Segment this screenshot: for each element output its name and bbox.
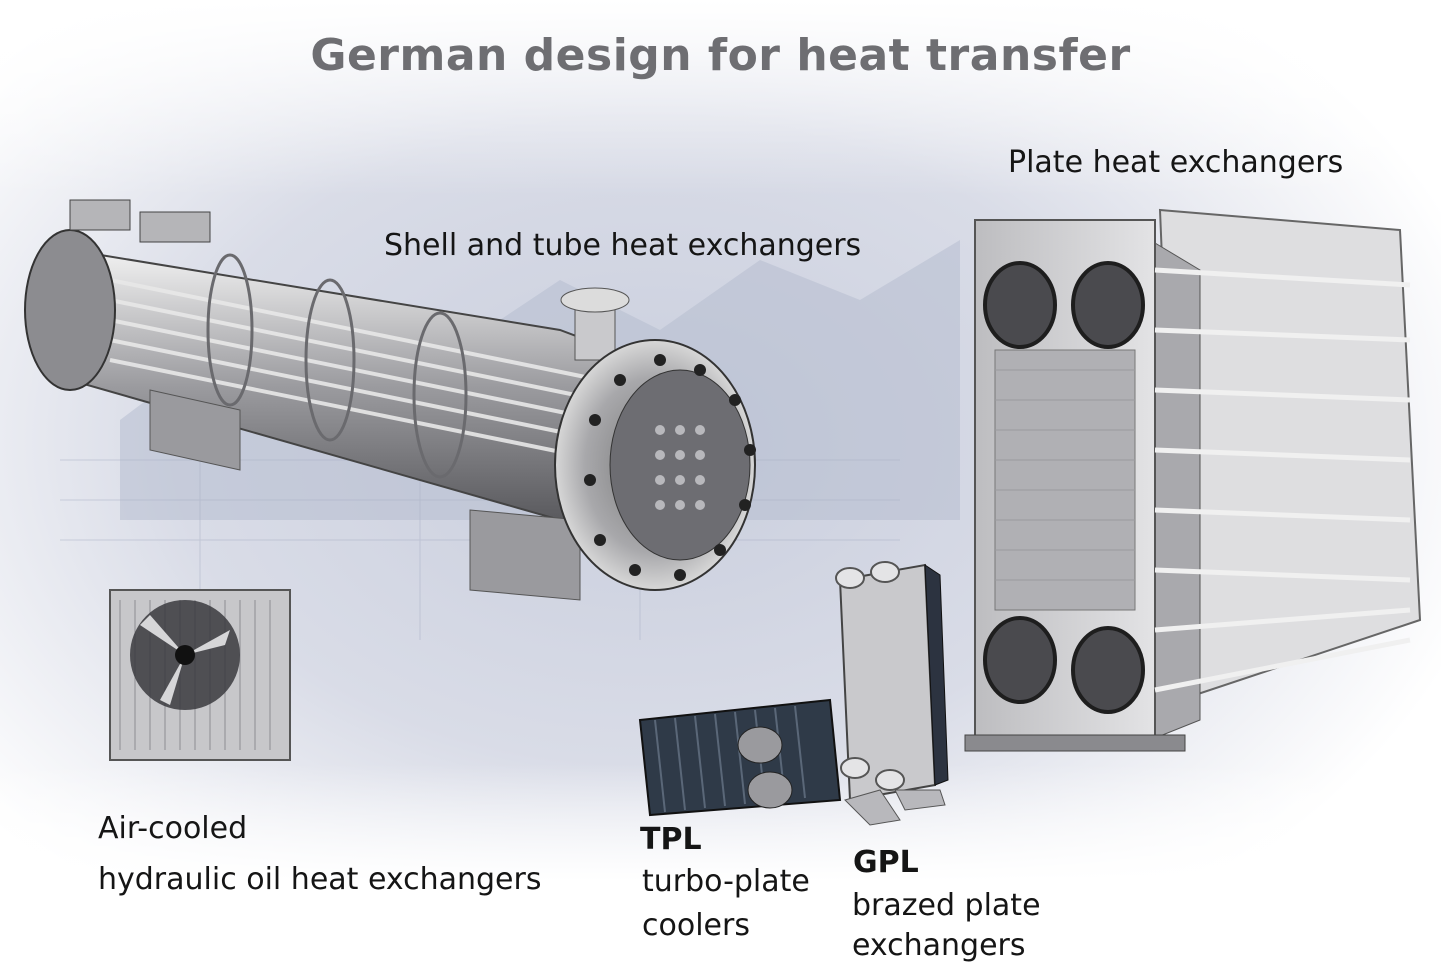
label-air-cooled-line2: hydraulic oil heat exchangers <box>98 862 542 897</box>
label-gpl-line2: exchangers <box>852 928 1026 963</box>
label-plate: Plate heat exchangers <box>1008 145 1344 180</box>
label-tpl-line1: turbo-plate <box>642 864 810 899</box>
label-tpl-code: TPL <box>640 822 702 857</box>
label-tpl-line2: coolers <box>642 908 750 943</box>
label-gpl-line1: brazed plate <box>852 888 1041 923</box>
page-title: German design for heat transfer <box>310 30 1131 81</box>
label-gpl-code: GPL <box>853 845 919 880</box>
label-shell-and-tube: Shell and tube heat exchangers <box>384 228 862 263</box>
label-air-cooled-line1: Air-cooled <box>98 811 248 846</box>
